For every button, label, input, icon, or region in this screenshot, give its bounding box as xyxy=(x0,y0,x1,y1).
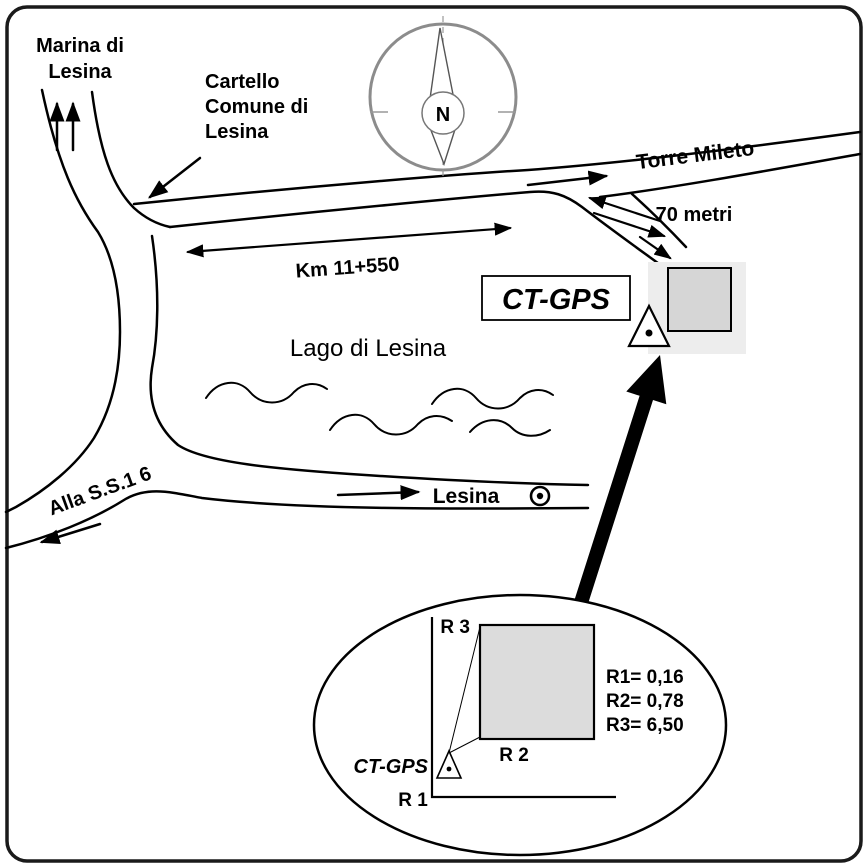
branch-arrow-downright xyxy=(592,211,667,238)
km-marker-label: Km 11+550 xyxy=(295,253,400,282)
lake-water-lines xyxy=(205,382,554,437)
detail-bubble: R 3 R 2 R 1 CT-GPS R1= 0,16 R2= 0,78 R3=… xyxy=(312,593,728,857)
detail-r3-label: R 3 xyxy=(440,617,470,638)
water-squiggle xyxy=(469,419,551,437)
marina-label-line2: Lesina xyxy=(48,61,112,83)
station-label-text: CT-GPS xyxy=(502,284,611,316)
lesina-town-label: Lesina xyxy=(433,485,500,508)
torre-mileto-arrow xyxy=(526,170,609,187)
detail-range-lines xyxy=(448,626,481,754)
map-labels: Marina di Lesina Cartello Comune di Lesi… xyxy=(36,35,755,520)
cartello-label-line1: Cartello xyxy=(205,71,279,93)
lesina-road-arrow xyxy=(336,485,421,501)
marina-label-line1: Marina di xyxy=(36,35,124,57)
road-edge-lesina-lower xyxy=(4,490,590,550)
detail-marker-triangle xyxy=(435,749,463,779)
detail-pointer-arrow xyxy=(571,355,667,615)
seventy-metri-label: 70 metri xyxy=(656,204,733,226)
cartello-label-line3: Lesina xyxy=(205,121,269,143)
detail-r3-value: R3= 6,50 xyxy=(606,715,684,736)
detail-building-square xyxy=(478,623,596,741)
town-dot xyxy=(536,492,544,500)
road-edge-marina-east xyxy=(90,90,172,229)
direction-arrows xyxy=(39,101,672,544)
station-label-box: CT-GPS xyxy=(481,275,631,321)
torre-mileto-label: Torre Mileto xyxy=(635,137,756,174)
detail-station-label: CT-GPS xyxy=(354,756,429,778)
site-pointer-arrow xyxy=(638,235,672,260)
road-edge-main-upper xyxy=(132,130,862,206)
building-square xyxy=(667,267,732,332)
detail-r2-value: R2= 0,78 xyxy=(606,691,684,712)
geodetic-marker-dot xyxy=(645,329,653,337)
road-network xyxy=(4,88,862,550)
geodetic-marker-triangle xyxy=(627,303,671,348)
lake-label: Lago di Lesina xyxy=(290,335,447,362)
detail-r1-label: R 1 xyxy=(398,790,428,811)
branch-arrow-upleft xyxy=(587,196,662,223)
road-edge-west xyxy=(4,88,122,514)
station-label-frame xyxy=(481,275,631,321)
cartello-label-line2: Comune di xyxy=(205,96,308,118)
road-edge-lesina-upper xyxy=(149,234,590,487)
detail-r1-value: R1= 0,16 xyxy=(606,667,684,688)
gps-site xyxy=(627,262,746,354)
ss16-label: Alla S.S.1 6 xyxy=(46,463,155,521)
water-squiggle xyxy=(329,414,453,436)
compass: N xyxy=(368,16,518,178)
water-squiggle xyxy=(205,382,328,404)
road-edge-main-lower-branch xyxy=(168,190,664,268)
detail-axes xyxy=(430,617,616,799)
ss16-arrow xyxy=(39,522,102,544)
detail-marker-dot xyxy=(446,766,452,772)
compass-north-label: N xyxy=(436,104,450,126)
town-circle xyxy=(529,485,551,507)
water-squiggle xyxy=(431,388,554,410)
compass-hub-circle xyxy=(421,91,465,135)
detail-r2-label: R 2 xyxy=(499,745,529,766)
map-border xyxy=(5,5,863,863)
km-double-arrow xyxy=(185,222,513,258)
cartello-pointer-arrow xyxy=(148,156,202,199)
road-edge-main-lower-right xyxy=(598,152,862,199)
lesina-town-symbol xyxy=(529,485,551,507)
